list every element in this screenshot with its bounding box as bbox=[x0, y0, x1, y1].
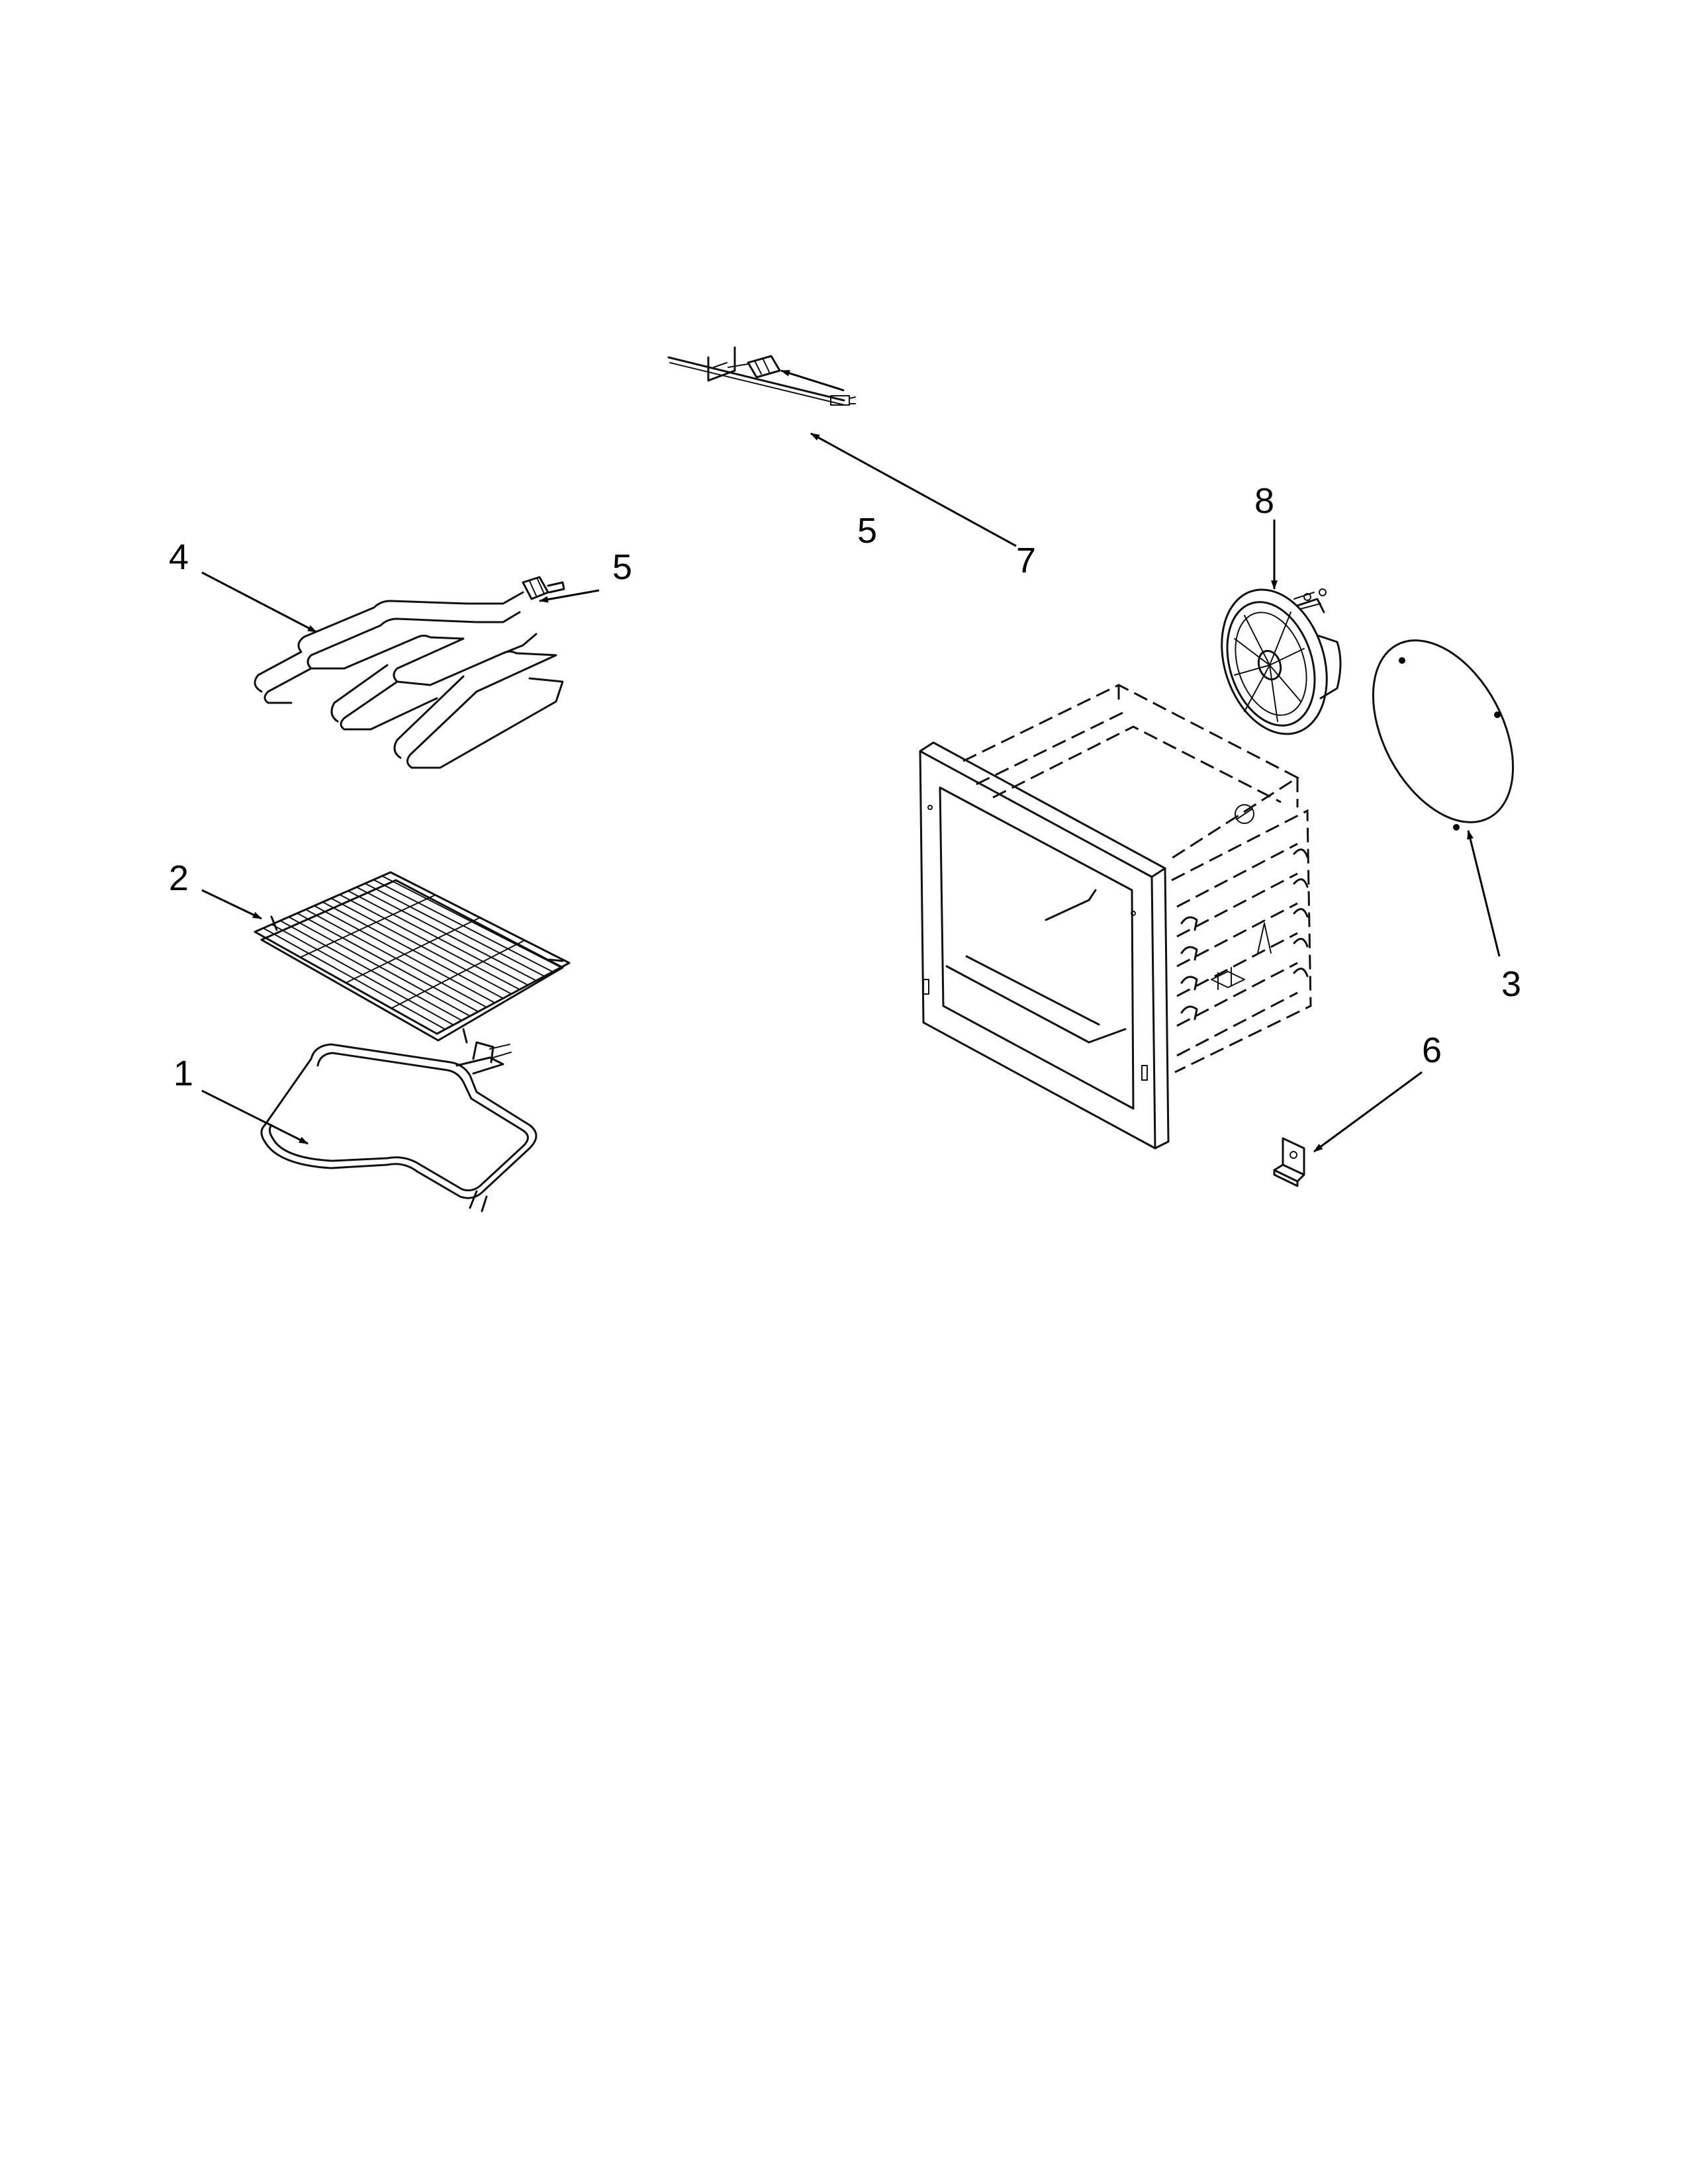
broil-element-part-4 bbox=[254, 591, 564, 769]
callout-6: 6 bbox=[1422, 1030, 1442, 1070]
callout-2: 2 bbox=[169, 858, 189, 898]
callout-5-upper: 5 bbox=[857, 511, 877, 551]
oven-rack-part-2 bbox=[254, 871, 571, 1044]
callout-8: 8 bbox=[1254, 481, 1274, 521]
oven-cavity bbox=[919, 684, 1312, 1150]
sensor-fitting-part-5-upper bbox=[727, 355, 781, 379]
callout-5-left: 5 bbox=[612, 547, 632, 587]
callout-3: 3 bbox=[1501, 964, 1521, 1004]
callout-7: 7 bbox=[1016, 541, 1036, 580]
fan-gasket-part-3 bbox=[1372, 639, 1515, 831]
bake-element-part-1 bbox=[260, 1041, 538, 1212]
bushing-part-5-left bbox=[522, 576, 565, 600]
leader-lines bbox=[201, 369, 1501, 1153]
bracket-part-6 bbox=[1273, 1137, 1305, 1187]
wire-harness-part-7 bbox=[667, 346, 856, 406]
convection-fan-part-8 bbox=[1221, 588, 1342, 735]
callout-4: 4 bbox=[169, 537, 189, 577]
callout-1: 1 bbox=[173, 1054, 193, 1093]
